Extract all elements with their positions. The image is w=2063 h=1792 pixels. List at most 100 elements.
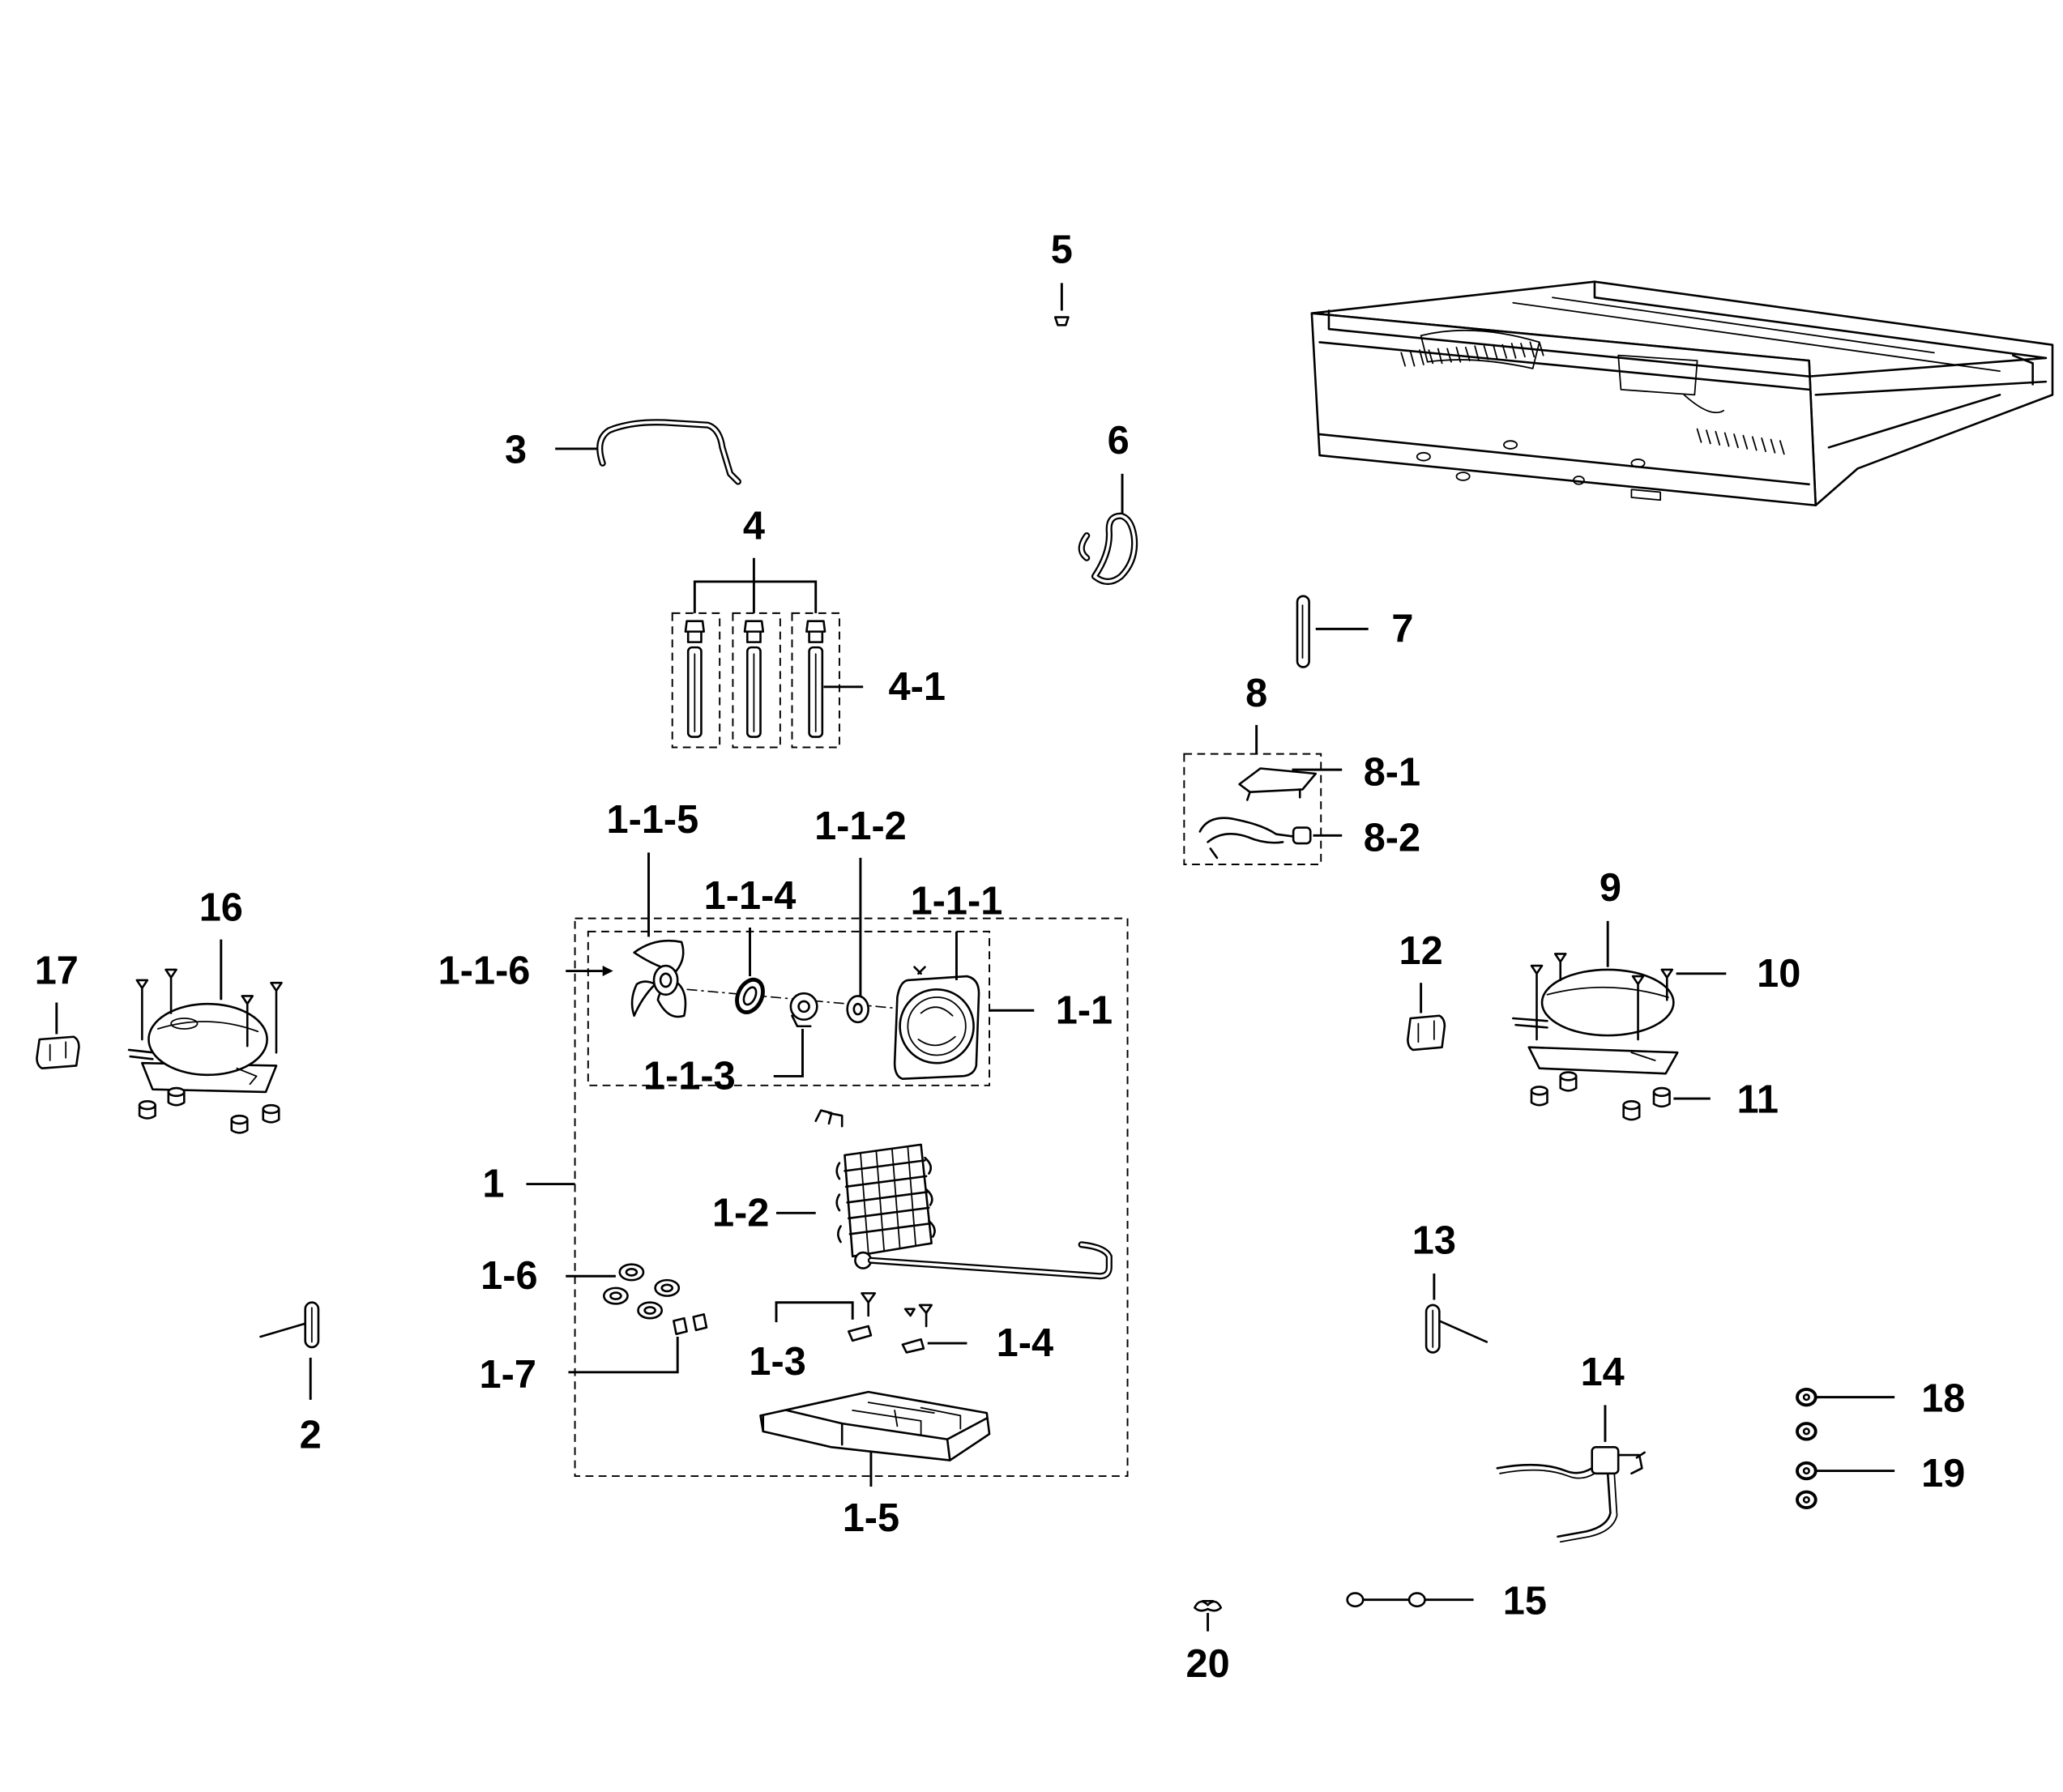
callout-19: 19 xyxy=(1921,1452,1965,1495)
callout-1-7: 1-7 xyxy=(480,1353,536,1397)
part-20: 20 xyxy=(1185,1600,1230,1686)
relay-12-drawing xyxy=(1407,1014,1446,1052)
callout-1-1-6: 1-1-6 xyxy=(438,949,531,993)
callout-5: 5 xyxy=(1051,228,1073,272)
part-11: 11 xyxy=(1530,1071,1779,1122)
screws-1-3-drawing xyxy=(848,1292,877,1342)
callout-1-5: 1-5 xyxy=(843,1496,899,1540)
part-1-group: 1-1-5 1-1-2 1-1-4 1-1-1 1-1-6 1-1 1-1-3 … xyxy=(438,798,1129,1540)
callout-20: 20 xyxy=(1185,1642,1229,1686)
pipe-3-drawing xyxy=(596,419,741,485)
callout-2: 2 xyxy=(300,1414,322,1457)
callout-8-1: 8-1 xyxy=(1364,750,1420,794)
part-10: 10 xyxy=(1660,952,1800,1001)
callout-9: 9 xyxy=(1600,866,1621,910)
compressor-16-drawing xyxy=(127,968,283,1134)
fan-shroud-1-1-1-drawing xyxy=(893,966,980,1080)
leader-1-3 xyxy=(775,1301,854,1323)
group-box-4-c xyxy=(791,612,840,749)
part-18: 18 xyxy=(1796,1376,1965,1441)
part-14: 14 xyxy=(1496,1350,1646,1543)
callout-1-1-3: 1-1-3 xyxy=(643,1054,736,1098)
callout-1-3: 1-3 xyxy=(749,1340,805,1384)
part-7: 7 xyxy=(1296,595,1413,668)
tube-4-1-drawing-a xyxy=(684,620,705,738)
callout-1: 1 xyxy=(482,1163,504,1206)
callout-12: 12 xyxy=(1399,929,1443,973)
group-box-1 xyxy=(574,917,1129,1478)
part-16: 16 xyxy=(127,886,283,1134)
part-9: 9 xyxy=(1511,866,1679,1075)
nuts-18-drawing xyxy=(1796,1387,1817,1441)
parts-1-7-drawing xyxy=(673,1313,708,1335)
base-frame-drawing xyxy=(1310,280,2054,507)
leader-4 xyxy=(693,557,818,613)
harness-8-2-drawing xyxy=(1198,817,1312,860)
leader-1-1-3 xyxy=(773,1028,804,1077)
callout-15: 15 xyxy=(1503,1579,1547,1623)
part-15: 15 xyxy=(1346,1579,1547,1623)
callout-16: 16 xyxy=(199,886,243,930)
part-3: 3 xyxy=(505,419,741,485)
callout-14: 14 xyxy=(1581,1350,1625,1394)
leader-1-7 xyxy=(568,1336,679,1374)
tube-7-drawing xyxy=(1296,595,1310,668)
callout-1-2: 1-2 xyxy=(712,1191,769,1235)
drier-2-drawing xyxy=(259,1301,320,1349)
grommet-1-1-2-drawing xyxy=(846,995,869,1024)
clip-20-drawing xyxy=(1194,1600,1223,1612)
grommets-1-6-drawing xyxy=(602,1263,681,1320)
tube-4-1-drawing-c xyxy=(805,620,826,738)
part-6: 6 xyxy=(1078,419,1138,585)
arrow-1-1-6 xyxy=(602,966,613,977)
ring-1-1-4-drawing xyxy=(735,977,765,1014)
screws-1-4-drawing xyxy=(901,1303,933,1354)
drier-13-drawing xyxy=(1424,1303,1489,1354)
callout-17: 17 xyxy=(35,949,79,993)
cover-8-1-drawing xyxy=(1238,767,1318,801)
pipe-6-drawing xyxy=(1078,512,1138,585)
evaporator-1-2-drawing xyxy=(835,1143,936,1269)
part-19: 19 xyxy=(1796,1452,1965,1509)
assembly-axis-1-1 xyxy=(686,988,921,1012)
callout-1-1-4: 1-1-4 xyxy=(704,874,797,918)
callout-1-1-1: 1-1-1 xyxy=(911,879,1003,923)
callout-1-1-5: 1-1-5 xyxy=(607,798,699,842)
fan-blade-1-1-5-drawing xyxy=(630,939,687,1018)
callout-4: 4 xyxy=(743,505,765,548)
bracket-small-drawing xyxy=(814,1109,844,1128)
part-17: 17 xyxy=(35,949,80,1070)
tray-1-5-drawing xyxy=(759,1390,991,1461)
callout-10: 10 xyxy=(1757,952,1800,996)
part-2: 2 xyxy=(259,1301,322,1457)
callout-1-4: 1-4 xyxy=(997,1321,1053,1365)
screw-10-drawing xyxy=(1660,968,1674,1001)
group-box-4-a xyxy=(671,612,721,749)
callout-3: 3 xyxy=(505,429,527,472)
callout-8: 8 xyxy=(1245,672,1267,715)
compressor-9-drawing xyxy=(1511,953,1679,1075)
evaporator-pipe-1-2-drawing xyxy=(867,1241,1113,1280)
relay-17-drawing xyxy=(36,1035,80,1070)
callout-4-1: 4-1 xyxy=(889,665,946,709)
part-5: 5 xyxy=(1051,228,1073,326)
part-12: 12 xyxy=(1399,929,1446,1052)
callout-18: 18 xyxy=(1921,1376,1965,1420)
nuts-19-drawing xyxy=(1796,1461,1817,1509)
callout-8-2: 8-2 xyxy=(1364,817,1420,860)
callout-1-1-2: 1-1-2 xyxy=(814,804,907,848)
group-box-1-1 xyxy=(587,930,991,1086)
group-box-4-b xyxy=(732,612,781,749)
part-13: 13 xyxy=(1412,1218,1489,1354)
grommets-11-drawing xyxy=(1530,1071,1671,1121)
callout-7: 7 xyxy=(1391,607,1413,651)
callout-1-1: 1-1 xyxy=(1056,988,1113,1032)
callout-1-6: 1-6 xyxy=(481,1254,537,1298)
callout-13: 13 xyxy=(1412,1218,1456,1262)
part-8: 8 8-1 8-2 xyxy=(1183,672,1420,866)
callout-6: 6 xyxy=(1108,419,1130,463)
callout-11: 11 xyxy=(1737,1078,1779,1122)
part-4: 4 4-1 xyxy=(671,505,946,749)
screw-5-drawing xyxy=(1053,316,1070,326)
